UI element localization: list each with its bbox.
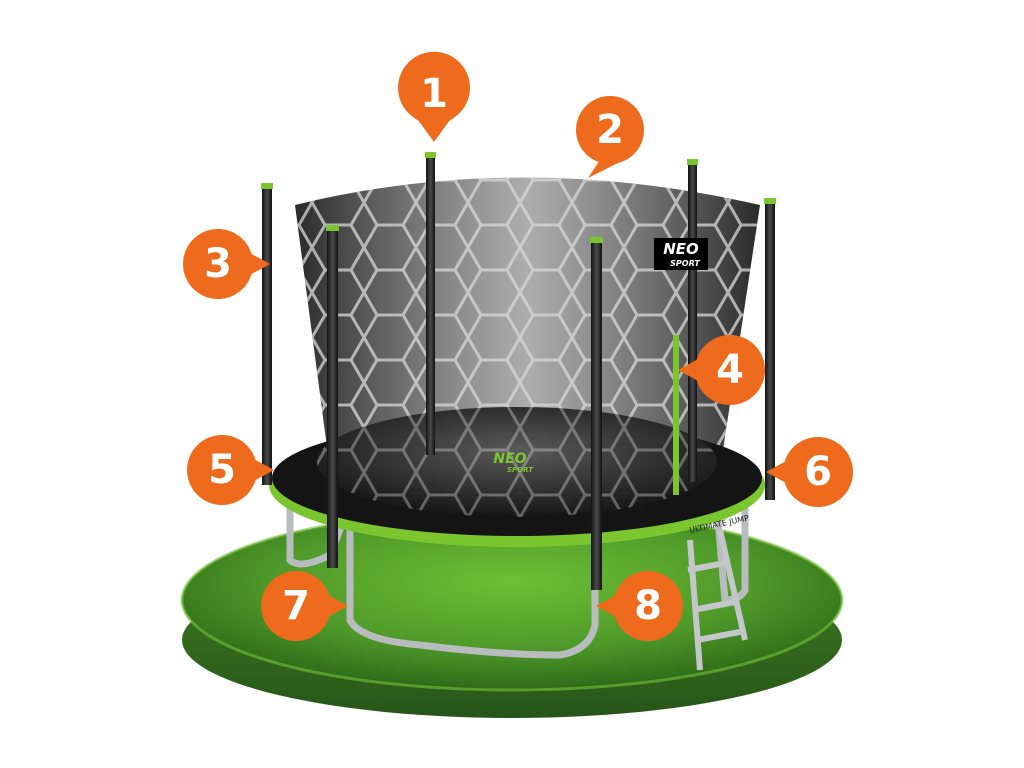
net-poles <box>261 152 776 590</box>
mat-logo-main: NEO <box>493 451 526 467</box>
callout-3-marker: 3 <box>183 229 270 299</box>
callout-8-label: 8 <box>634 583 662 629</box>
callout-7-marker: 7 <box>261 571 348 641</box>
brand-tag: NEO SPORT <box>654 238 708 270</box>
callout-1-label: 1 <box>420 71 448 117</box>
jumping-mat <box>269 407 765 547</box>
net-zipper <box>673 335 679 495</box>
callout-7-label: 7 <box>282 583 310 629</box>
callout-5-marker: 5 <box>187 435 274 505</box>
callout-2-marker: 2 <box>576 96 644 178</box>
callout-1-marker: 1 <box>398 51 470 142</box>
callout-6-marker: 6 <box>766 437 853 507</box>
callout-8-marker: 8 <box>596 571 683 641</box>
callout-4-marker: 4 <box>678 335 765 405</box>
ladder <box>687 529 748 671</box>
mat-logo: NEO SPORT <box>493 451 534 474</box>
callout-5-label: 5 <box>208 447 236 493</box>
brand-sub-text: SPORT <box>670 259 700 268</box>
brand-main-text: NEO <box>663 240 699 258</box>
callout-2-label: 2 <box>596 107 624 153</box>
callout-3-label: 3 <box>204 241 232 287</box>
callout-4-label: 4 <box>716 347 744 393</box>
mat-logo-sub: SPORT <box>507 466 534 474</box>
callout-6-label: 6 <box>804 449 832 495</box>
